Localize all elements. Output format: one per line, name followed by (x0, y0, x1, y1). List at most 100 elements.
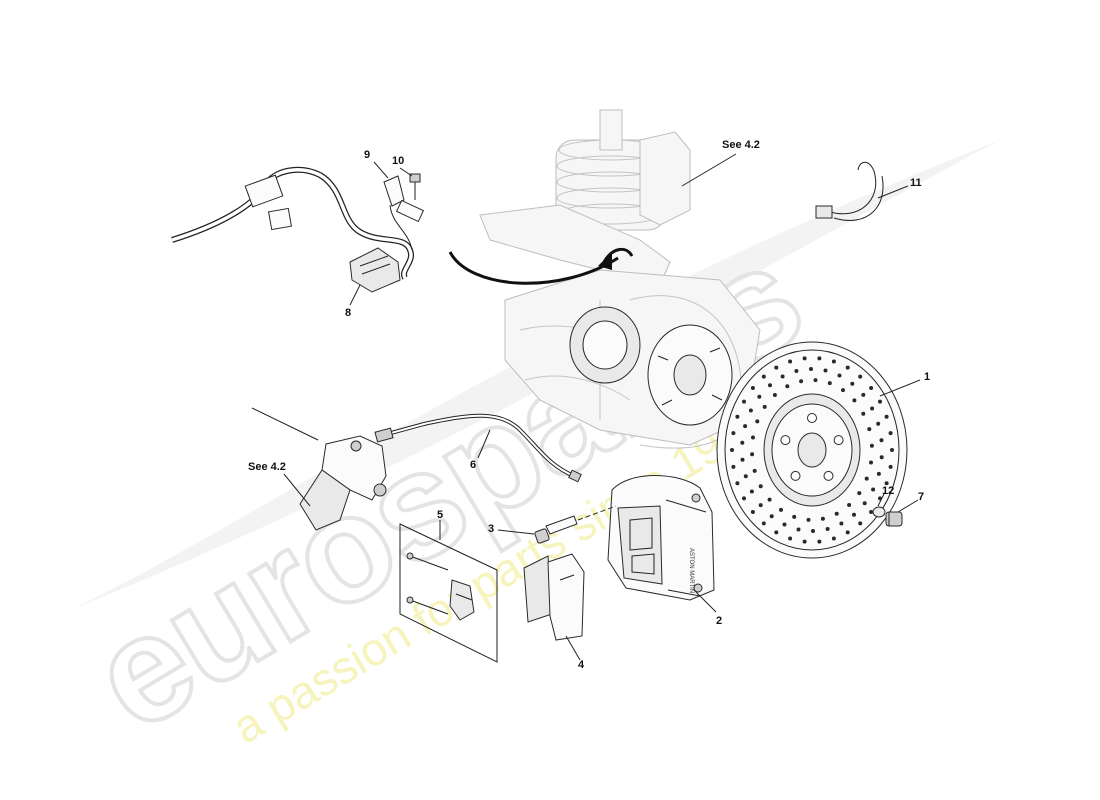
disc-hole (799, 379, 804, 384)
disc-hole (742, 496, 746, 501)
disc-hole (785, 384, 790, 389)
disc-hole (774, 365, 779, 370)
callout-7: 7 (918, 491, 924, 503)
see-reference-left: See 4.2 (248, 461, 286, 473)
brake-caliper: ASTON MARTIN (607, 475, 715, 601)
disc-hole (870, 406, 875, 411)
harness-clip (383, 175, 405, 207)
disc-hole (780, 374, 785, 379)
see-reference-top: See 4.2 (722, 139, 760, 151)
disc-hole (869, 510, 874, 514)
kit-frame (399, 523, 498, 663)
disc-hole (751, 435, 755, 440)
disc-hole (750, 510, 755, 514)
callout-1: 1 (924, 371, 930, 383)
disc-hole (755, 419, 760, 424)
disc-hole (743, 474, 748, 479)
disc-hole (879, 438, 884, 443)
disc-hole (788, 359, 793, 364)
caliper-bolt (534, 505, 617, 544)
disc-hole (731, 464, 736, 469)
disc-hole (876, 471, 881, 476)
disc-hole (772, 393, 777, 397)
disc-hole (852, 512, 856, 517)
bleed-screw (872, 506, 903, 527)
disc-hole (845, 365, 850, 370)
sensor-connector (815, 205, 833, 219)
disc-hole (758, 484, 763, 489)
disc-hole (831, 359, 836, 364)
disc-hole (813, 378, 818, 383)
lug-hole (833, 435, 844, 446)
lug-hole (780, 435, 791, 446)
bracket-bolt (409, 173, 421, 200)
callouts: 1 2 3 4 5 6 7 8 9 10 11 12 (345, 149, 930, 671)
disc-hole (847, 503, 852, 507)
callout-6: 6 (470, 459, 476, 471)
damper-mount (639, 131, 691, 226)
disc-hole (857, 491, 862, 496)
disc-hole (806, 517, 811, 522)
upper-arm (479, 204, 671, 286)
disc-hole (748, 408, 753, 413)
disc-hole (817, 539, 822, 544)
disc-hole (730, 448, 734, 452)
disc-hole (757, 394, 762, 399)
brake-hose (374, 413, 582, 483)
disc-hole (852, 398, 857, 403)
disc-hole (731, 431, 736, 436)
lug-hole (807, 413, 817, 423)
callout-9: 9 (364, 149, 370, 161)
callout-12: 12 (882, 485, 894, 497)
disc-hole (864, 476, 869, 481)
callout-11: 11 (910, 177, 922, 189)
brake-disc (716, 341, 908, 559)
disc-hole (841, 388, 845, 393)
brake-pads (523, 553, 585, 641)
callout-5: 5 (437, 509, 443, 521)
disc-hole (740, 457, 745, 462)
disc-hole (779, 507, 783, 512)
disc-hole (834, 511, 839, 516)
disc-hole (761, 521, 766, 526)
disc-hole (867, 427, 872, 432)
suspension-assembly (448, 109, 761, 449)
disc-hole (839, 521, 844, 526)
disc-hole (890, 448, 894, 452)
disc-hole (740, 440, 745, 445)
disc-lug-holes (780, 413, 844, 481)
disc-hole (750, 452, 755, 457)
disc-hole (761, 374, 766, 379)
disc-hole (878, 399, 882, 404)
callout-10: 10 (392, 155, 404, 167)
disc-hole (811, 529, 815, 533)
sensor-lead (815, 161, 884, 221)
disc-hole (850, 381, 855, 386)
disc-hole (879, 455, 884, 460)
disc-hole (827, 381, 832, 386)
disc-hole (774, 530, 779, 535)
disc-hole (823, 368, 828, 373)
callout-3: 3 (488, 523, 494, 535)
disc-hole (869, 386, 874, 390)
disc-hole (888, 431, 893, 436)
abs-sensor-harness (171, 166, 425, 293)
disc-hole (802, 356, 807, 361)
rotation-arrow (448, 251, 619, 285)
disc-hole (749, 489, 754, 494)
cross-references: See 4.2 See 4.2 (248, 139, 760, 473)
disc-hole (871, 487, 876, 492)
disc-hole (735, 414, 740, 419)
disc-hole (796, 527, 801, 532)
disc-hole (782, 522, 787, 527)
disc-drill-holes (730, 356, 894, 544)
disc-hole (825, 527, 830, 531)
disc-hole (831, 536, 836, 541)
disc-hole (861, 411, 866, 416)
disc-hole (743, 424, 748, 429)
disc-hole (794, 369, 799, 373)
disc-hole (768, 383, 772, 388)
pad-fitting-kit (399, 523, 498, 663)
hose-bracket (251, 407, 387, 531)
